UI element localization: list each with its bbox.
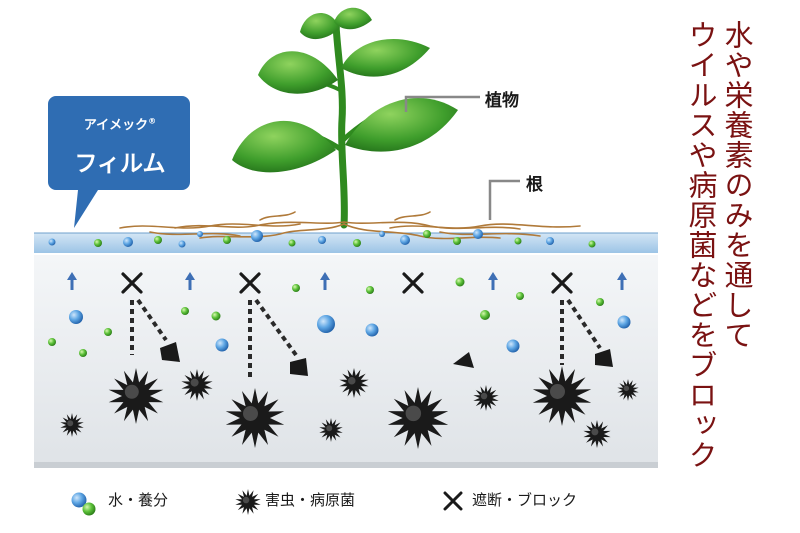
- up-arrow-icon: [320, 272, 330, 290]
- pathogen-highlight: [623, 385, 630, 392]
- legend-water-label: 水・養分: [108, 491, 169, 509]
- pathogen-highlight: [348, 377, 356, 385]
- x-block-icon: [402, 272, 424, 294]
- registered-mark: ®: [148, 116, 157, 126]
- deflection-arrowheads: [160, 342, 613, 376]
- pathogen-highlight: [326, 425, 333, 432]
- pathogen-highlight: [190, 378, 199, 387]
- deflection-paths: [130, 298, 602, 380]
- leaf: [300, 12, 340, 40]
- root-leader-line: [488, 179, 520, 220]
- pathogen-highlight: [243, 406, 258, 421]
- pathogen-highlight: [124, 384, 139, 399]
- upward-arrows: [67, 272, 627, 290]
- leaf: [232, 120, 336, 173]
- pathogen-highlight: [67, 420, 74, 427]
- legend-green-ball: [82, 502, 96, 516]
- pathogen-highlight: [480, 392, 488, 400]
- leaf: [258, 51, 338, 94]
- pathogen-highlight: [405, 405, 422, 422]
- legend-blue-ball: [71, 492, 87, 508]
- plant-label: 植物: [485, 91, 519, 111]
- leaf: [334, 7, 372, 30]
- arrowhead-icon: [453, 352, 474, 368]
- legend-pathogen-label: 害虫・病原菌: [265, 491, 356, 509]
- leaf: [345, 97, 458, 152]
- arrowhead-icon: [290, 358, 308, 376]
- legend-block-label: 遮断・ブロック: [472, 491, 578, 509]
- film-nutrient-balls: [48, 229, 596, 248]
- pathogen-highlight: [591, 428, 599, 436]
- up-arrow-icon: [488, 272, 498, 290]
- soil-nutrient-balls: [48, 277, 631, 357]
- x-block-icon: [239, 272, 261, 294]
- pathogen-highlight: [242, 496, 250, 504]
- plant-stem: [332, 21, 348, 229]
- brand-text: アイメック: [83, 118, 149, 133]
- pathogen-star-icon: [235, 489, 261, 515]
- arrowhead-icon: [160, 342, 180, 362]
- up-arrow-icon: [185, 272, 195, 290]
- x-block-icon: [551, 272, 573, 294]
- up-arrow-icon: [67, 272, 77, 290]
- plant-leader-line: [404, 95, 480, 112]
- block-marks: [121, 272, 573, 294]
- side-text-line-2: ウイルスや病原菌などをブロック: [684, 20, 718, 470]
- brand-name: アイメック®: [58, 114, 182, 133]
- root-label: 根: [526, 175, 543, 195]
- arrowhead-icon: [595, 349, 613, 367]
- leaf: [341, 38, 430, 77]
- film-layer: [34, 233, 658, 253]
- side-text-line-1: 水や栄養素のみを通して: [720, 20, 754, 350]
- up-arrow-icon: [617, 272, 627, 290]
- pathogens: [60, 366, 639, 449]
- x-block-icon: [121, 272, 143, 294]
- pathogen-highlight: [550, 384, 565, 399]
- product-name: フィルム: [74, 151, 166, 177]
- film-callout: [48, 96, 190, 228]
- soil-bottom-edge: [34, 462, 658, 468]
- x-block-icon: [443, 491, 463, 511]
